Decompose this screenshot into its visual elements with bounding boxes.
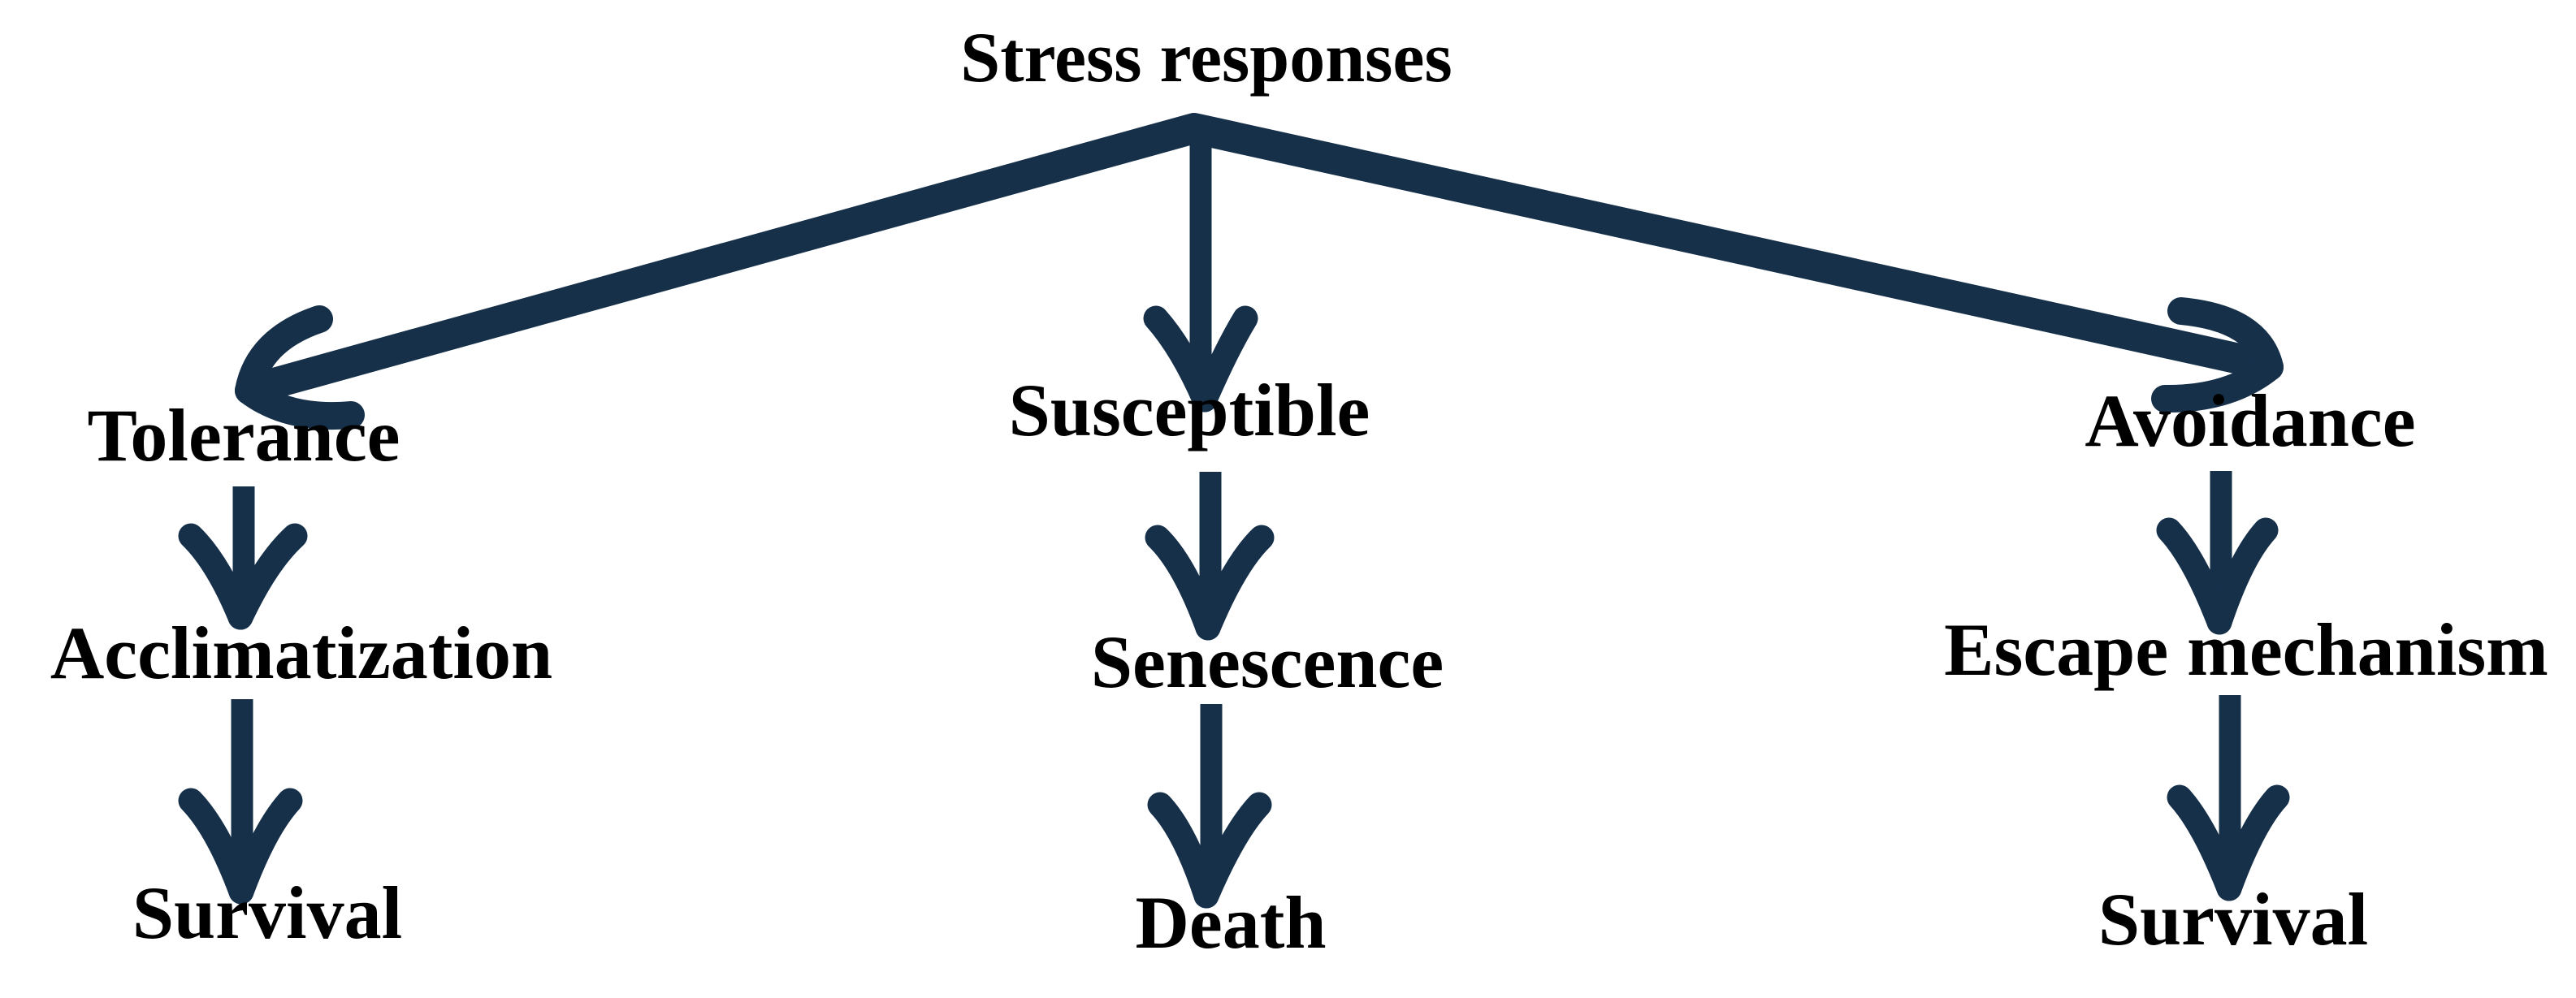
right-arrowhead-lower-barb-icon — [2151, 353, 2284, 413]
down-arrowhead-icon — [1193, 792, 1272, 909]
arrow-root-to-susceptible — [1143, 122, 1258, 413]
arrow-susceptible-to-senescence — [1145, 472, 1275, 641]
arrow-avoidance-to-escape — [2156, 471, 2279, 635]
down-arrowhead-icon — [227, 523, 308, 630]
down-arrowhead-icon — [228, 788, 303, 905]
arrow-senescence-to-death — [1147, 704, 1272, 909]
node-label-susceptible: Susceptible — [1008, 369, 1370, 451]
root-node-label: Stress responses — [960, 19, 1453, 97]
arrow-escape-to-survival — [2167, 695, 2290, 901]
node-label-death: Death — [1135, 881, 1327, 964]
node-label-tolerance: Tolerance — [87, 394, 400, 477]
down-arrowhead-icon — [2216, 784, 2290, 901]
arrow-acclimatization-to-survival — [178, 699, 303, 905]
down-arrowhead-icon — [1192, 305, 1258, 413]
left-arrowhead-lower-barb-icon — [235, 377, 365, 430]
node-label-escape-mechanism: Escape mechanism — [1944, 608, 2548, 691]
branch-trunk-line — [253, 113, 2266, 400]
node-label-survival-left: Survival — [132, 871, 403, 954]
node-label-survival-right: Survival — [2098, 878, 2369, 961]
node-label-senescence: Senescence — [1090, 620, 1444, 703]
node-label-avoidance: Avoidance — [2085, 379, 2416, 462]
down-arrowhead-icon — [1195, 525, 1275, 641]
arrow-tolerance-to-acclimatization — [178, 486, 308, 630]
down-arrowhead-icon — [2206, 517, 2279, 635]
node-label-acclimatization: Acclimatization — [50, 611, 553, 694]
